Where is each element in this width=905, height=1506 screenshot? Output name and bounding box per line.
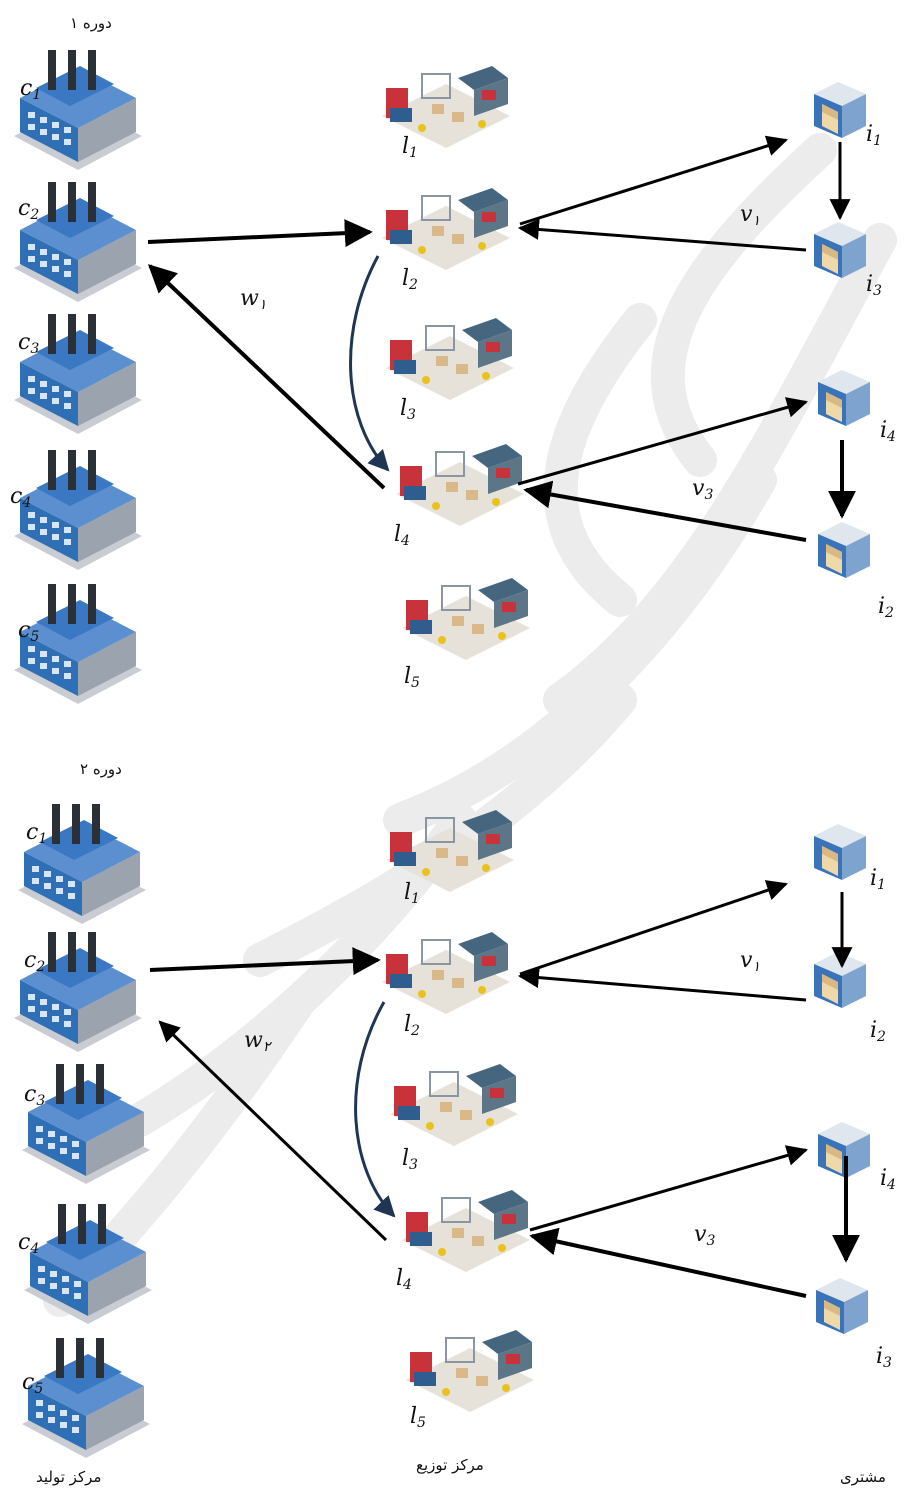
customer-label-i2: i2 <box>870 1018 886 1045</box>
vehicle-v-label: v3 <box>694 1222 716 1249</box>
customer-icon <box>814 952 866 1008</box>
center-label-l3: l3 <box>402 1146 418 1173</box>
factory-label-c4: c4 <box>10 484 32 511</box>
flow-c2-to-l2 <box>147 219 373 248</box>
flow-i3-to-l4 <box>529 1227 807 1298</box>
factory-icon <box>14 182 142 302</box>
factory-label-c1: c1 <box>20 76 42 103</box>
flow-l4-to-i4 <box>517 397 809 486</box>
center-label-l4: l4 <box>394 522 410 549</box>
factory-icon <box>14 50 142 170</box>
footer-customer-label: مشتری <box>840 1468 886 1486</box>
center-label-l2: l2 <box>402 266 418 293</box>
customer-icon <box>816 1278 868 1334</box>
factory-icon <box>14 584 142 704</box>
customer-icon <box>814 82 866 138</box>
distribution-center-icon <box>386 810 514 892</box>
factory-label-c2: c2 <box>18 196 40 223</box>
distribution-center-icon <box>386 318 514 400</box>
flow-c2-to-l2 <box>149 947 381 976</box>
distribution-center-icon <box>382 188 510 270</box>
customer-label-i4: i4 <box>880 1166 896 1193</box>
flow-l4-to-c2 <box>158 1020 388 1242</box>
factory-icon <box>14 932 142 1052</box>
flow-l2-to-i1 <box>519 880 788 976</box>
footer-distribution-label: مرکز توزیع <box>416 1456 484 1474</box>
flow-w-label: w۱ <box>240 286 267 313</box>
distribution-center-icon <box>382 66 510 148</box>
flow-l2-to-l4-curve <box>349 255 390 472</box>
factory-label-c3: c3 <box>18 330 40 357</box>
flow-l2-to-i1 <box>519 135 789 226</box>
customer-label-i3: i3 <box>876 1344 892 1371</box>
flow-l4-to-i4 <box>529 1145 809 1232</box>
center-label-l1: l1 <box>404 880 420 907</box>
distribution-center-icon <box>390 1064 518 1146</box>
factory-icon <box>18 804 146 924</box>
customer-label-i4: i4 <box>880 418 896 445</box>
period-1-title: دوره ۱ <box>70 14 112 32</box>
customer-label-i1: i1 <box>870 866 886 893</box>
center-label-l5: l5 <box>404 664 420 691</box>
flow-i2-to-l4 <box>523 480 807 542</box>
factory-icon <box>14 314 142 434</box>
distribution-center-icon <box>402 578 530 660</box>
customer-icon <box>818 1122 870 1178</box>
center-label-l1: l1 <box>402 134 418 161</box>
factory-icon <box>22 1064 150 1184</box>
customer-label-i1: i1 <box>866 122 882 149</box>
factory-icon <box>22 1338 150 1458</box>
factory-icon <box>14 450 142 570</box>
flow-l4-to-c2 <box>147 264 386 490</box>
flow-i2-to-l2 <box>517 967 807 1002</box>
center-label-l4: l4 <box>396 1266 412 1293</box>
flow-w-label: w۲ <box>244 1028 271 1055</box>
customer-icon <box>818 370 870 426</box>
footer-production-label: مرکز تولید <box>36 1468 102 1486</box>
distribution-center-icon <box>396 444 524 526</box>
vehicle-v-label: v3 <box>692 476 714 503</box>
customer-label-i3: i3 <box>866 272 882 299</box>
flow-l2-to-l4-curve <box>354 1001 396 1218</box>
factory-label-c1: c1 <box>26 820 48 847</box>
factory-icon <box>24 1204 152 1324</box>
customer-icon <box>814 824 866 880</box>
factory-label-c2: c2 <box>24 948 46 975</box>
center-label-l3: l3 <box>400 396 416 423</box>
period-2-title: دوره ۲ <box>80 760 122 778</box>
center-label-l2: l2 <box>404 1012 420 1039</box>
distribution-center-icon <box>406 1330 534 1412</box>
factory-label-c5: c5 <box>18 618 40 645</box>
flow-i3-to-l2 <box>517 218 807 252</box>
center-label-l5: l5 <box>410 1404 426 1431</box>
customer-icon <box>814 222 866 278</box>
factory-label-c3: c3 <box>24 1082 46 1109</box>
customer-icon <box>818 522 870 578</box>
vehicle-v-label: v۱ <box>740 202 760 229</box>
distribution-center-icon <box>382 932 510 1014</box>
factory-label-c5: c5 <box>22 1370 44 1397</box>
vehicle-v-label: v۱ <box>740 948 760 975</box>
distribution-center-icon <box>402 1190 530 1272</box>
customer-label-i2: i2 <box>878 594 894 621</box>
factory-label-c4: c4 <box>18 1230 40 1257</box>
